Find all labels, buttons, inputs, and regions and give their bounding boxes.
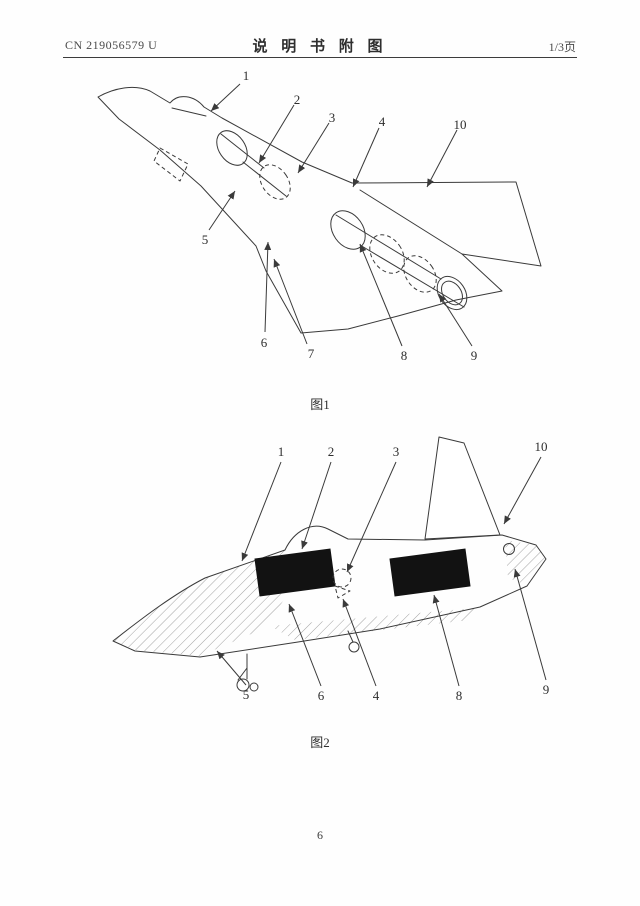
fig1-label-10: 10 (454, 117, 467, 132)
fig2-tail-fin (424, 436, 501, 540)
fig2-tail-detail-circle (503, 543, 515, 555)
fig2-dashed-detail-circle (332, 568, 352, 588)
fig1-label-6: 6 (261, 335, 268, 350)
fig2-fuselage-outline (112, 525, 547, 658)
fig2-rear-engine-bay (389, 548, 471, 597)
fig1-canopy-line (171, 107, 207, 117)
fig2-label-1: 1 (278, 444, 285, 459)
fig1-aircraft (97, 86, 542, 334)
fig2-front-landing-gear (236, 653, 259, 692)
fig2-label-9: 9 (543, 682, 550, 697)
fig2-nose-hatch (113, 550, 295, 656)
fig1-label-2: 2 (294, 92, 301, 107)
fig1-nose-dashed-structure (153, 147, 189, 182)
page-number: 6 (317, 828, 323, 842)
fig2-aircraft (112, 436, 547, 692)
figure2-drawing: 1 2 3 10 5 6 4 8 9 (112, 436, 550, 703)
fig1-label-8: 8 (401, 348, 408, 363)
fig2-label-3: 3 (393, 444, 400, 459)
fig1-rear-duct (330, 210, 468, 311)
sheet-indicator: 1/3页 (548, 40, 576, 54)
fig1-label-3: 3 (329, 110, 336, 125)
header-rule (63, 57, 577, 58)
fig1-label-7: 7 (308, 346, 315, 361)
fig2-rear-landing-gear (347, 630, 360, 653)
fig2-dashed-flap (334, 585, 351, 599)
fig1-leader-lines (208, 83, 473, 347)
fig2-tail-hatch (505, 540, 546, 585)
fig2-label-6: 6 (318, 688, 325, 703)
fig1-label-5: 5 (202, 232, 209, 247)
fig2-label-5: 5 (243, 687, 250, 702)
fig2-belly-hatch (270, 608, 475, 640)
fig2-leader-lines (216, 456, 547, 687)
fig2-callouts: 1 2 3 10 5 6 4 8 9 (243, 439, 550, 703)
fig1-label-9: 9 (471, 348, 478, 363)
fig2-label-4: 4 (373, 688, 380, 703)
figure1-drawing: 1 2 3 4 10 5 6 7 8 9 (97, 68, 542, 363)
fig1-caption: 图1 (310, 397, 330, 412)
fig2-caption: 图2 (310, 735, 330, 750)
fig1-label-1: 1 (243, 68, 250, 83)
fig2-label-8: 8 (456, 688, 463, 703)
fig1-front-duct (216, 130, 291, 200)
document-number: CN 219056579 U (65, 38, 158, 52)
fig1-label-4: 4 (379, 114, 386, 129)
fig1-fuselage-outline (97, 86, 542, 334)
fig1-wing-root-line (359, 189, 463, 255)
page-title: 说 明 书 附 图 (252, 39, 388, 55)
fig1-callouts: 1 2 3 4 10 5 6 7 8 9 (202, 68, 478, 363)
fig2-label-10: 10 (535, 439, 548, 454)
fig2-label-2: 2 (328, 444, 335, 459)
